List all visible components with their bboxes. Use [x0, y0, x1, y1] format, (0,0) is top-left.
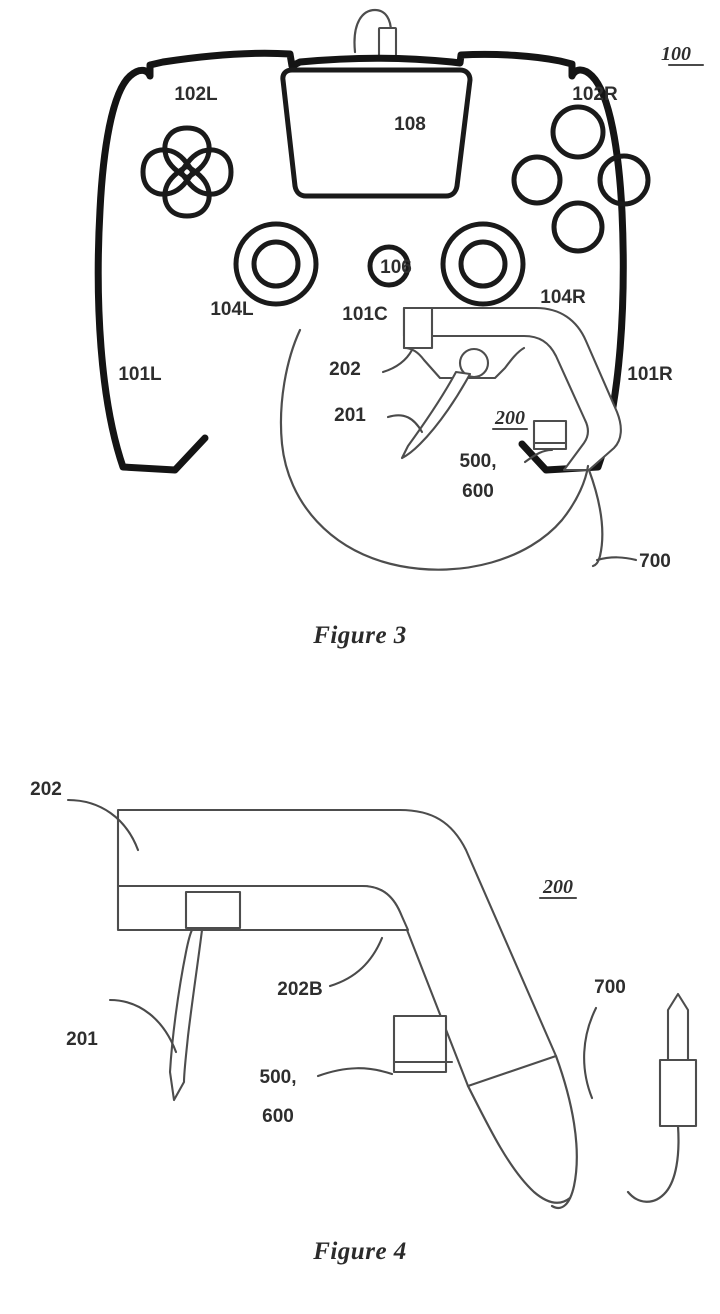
figure-4: 202 200 202B 700 201 500, 600 Figure 4 — [0, 700, 720, 1314]
trigger-lever-201-fig4[interactable] — [168, 928, 204, 1102]
handle-tail-curve — [550, 1054, 578, 1210]
leader-201-fig4 — [108, 998, 178, 1054]
analog-stick-right-cap[interactable] — [458, 239, 508, 289]
ref-label-101R: 101R — [627, 364, 673, 385]
ref-label-600-fig3: 600 — [462, 481, 494, 502]
leader-201 — [386, 414, 424, 434]
ref-label-104L: 104L — [210, 299, 254, 320]
attachment-cable-700 — [587, 468, 604, 568]
ref-label-700-fig4: 700 — [594, 977, 626, 998]
ref-label-202B: 202B — [277, 979, 322, 1000]
attachment-bracket-left-arm — [402, 346, 476, 380]
face-buttons-102R[interactable] — [511, 104, 651, 254]
attachment-band-inner-block — [184, 890, 242, 930]
sensor-box-body — [532, 419, 568, 451]
face-button-right[interactable] — [597, 153, 651, 207]
dpad-102L[interactable] — [140, 125, 234, 219]
figure-3: 100 102L 108 102R 106 104L 104R 101C 101… — [94, 8, 705, 649]
attachment-lower-band-202B — [116, 884, 410, 932]
ref-label-600-fig4: 600 — [262, 1106, 294, 1127]
ref-label-200-fig3: 200 — [494, 407, 525, 429]
attachment-mount-202 — [402, 306, 622, 472]
leader-500-600-fig4 — [316, 1067, 394, 1078]
leader-700-fig4 — [583, 1006, 598, 1100]
controller-cable-loop-icon — [353, 8, 393, 54]
ref-label-106: 106 — [380, 257, 412, 278]
ref-label-100: 100 — [661, 43, 691, 65]
attachment-pivot-circle — [458, 347, 490, 379]
analog-stick-right-ring — [440, 221, 526, 307]
ref-label-101C: 101C — [342, 304, 388, 325]
face-button-bottom[interactable] — [551, 200, 605, 254]
center-button-106[interactable] — [367, 244, 411, 288]
ref-label-104R: 104R — [540, 287, 586, 308]
ref-label-500-fig4: 500, — [260, 1067, 297, 1088]
figure-3-drawing: 100 102L 108 102R 106 104L 104R 101C 101… — [94, 8, 705, 572]
figure-4-drawing: 202 200 202B 700 201 500, 600 — [30, 779, 698, 1210]
usb-plug-tip-icon — [666, 992, 690, 1062]
ref-label-102R: 102R — [572, 84, 618, 105]
touchpad-108[interactable] — [280, 67, 473, 199]
attachment-grip-loop — [279, 328, 590, 571]
analog-stick-left-cap[interactable] — [251, 239, 301, 289]
face-button-left[interactable] — [511, 154, 563, 206]
sensor-box-500-600 — [532, 419, 568, 451]
dpad-right-button[interactable] — [178, 147, 234, 197]
attachment-mount-left-face — [402, 306, 434, 350]
figure-4-caption: Figure 4 — [313, 1238, 407, 1265]
ref-label-202-fig3: 202 — [329, 359, 361, 380]
cable-700-fig4 — [626, 1124, 680, 1203]
leader-700 — [595, 556, 638, 562]
ref-label-201-fig4: 201 — [66, 1029, 98, 1050]
figure-3-caption: Figure 3 — [313, 622, 407, 649]
usb-plug-body-icon — [658, 1058, 698, 1128]
handle-tail-inner-curve — [466, 1084, 572, 1204]
leader-202B-fig4 — [328, 936, 384, 988]
ref-label-500-fig3: 500, — [460, 451, 497, 472]
analog-stick-left-ring — [233, 221, 319, 307]
ref-label-201-fig3: 201 — [334, 405, 366, 426]
ref-label-200-fig4: 200 — [542, 876, 573, 898]
ref-label-101L: 101L — [118, 364, 162, 385]
analog-stick-104L[interactable] — [233, 221, 319, 307]
leader-202-fig4 — [66, 798, 140, 852]
trigger-lever-201[interactable] — [400, 370, 472, 460]
leader-202 — [381, 348, 414, 374]
dpad-left-button[interactable] — [140, 147, 196, 197]
ref-label-102L: 102L — [174, 84, 218, 105]
leader-500-600 — [523, 448, 554, 464]
ref-label-108: 108 — [394, 114, 426, 135]
face-button-top[interactable] — [550, 104, 606, 160]
ref-label-700-fig3: 700 — [639, 551, 671, 572]
analog-stick-104R[interactable] — [440, 221, 526, 307]
sensor-box-body-fig4 — [392, 1014, 448, 1074]
ref-label-202-fig4: 202 — [30, 779, 62, 800]
sensor-box-500-600-fig4 — [392, 1014, 454, 1074]
